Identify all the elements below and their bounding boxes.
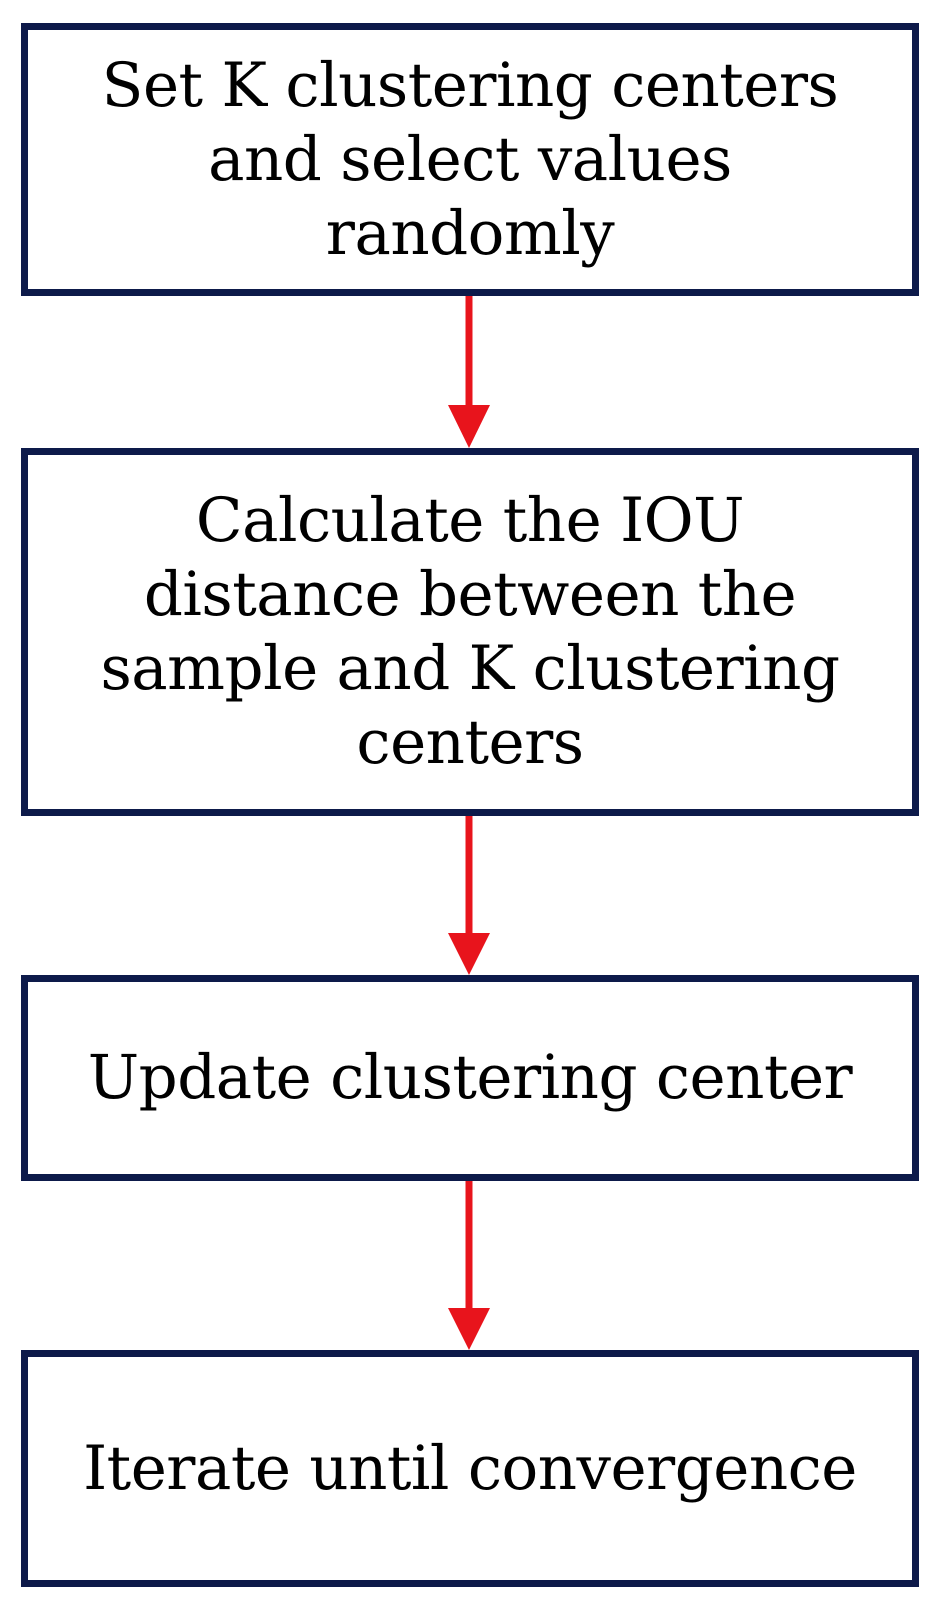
step-text-line: Update clustering center (87, 1042, 853, 1113)
step-text-line: randomly (325, 197, 615, 269)
step-calculate-iou-distance-text: Calculate the IOU distance between the s… (100, 484, 841, 780)
step-text-line: sample and K clustering (100, 633, 841, 704)
step-text-line: Calculate the IOU (195, 485, 745, 556)
step-update-clustering-center: Update clustering center (21, 975, 919, 1181)
step-text-line: Iterate until convergence (83, 1432, 857, 1504)
step-text-line: distance between the (143, 559, 797, 630)
arrow-step3-to-step4 (448, 1181, 490, 1350)
step-text-line: Set K clustering centers (101, 49, 839, 121)
step-calculate-iou-distance: Calculate the IOU distance between the s… (21, 448, 919, 816)
arrow-step1-to-step2 (448, 296, 490, 448)
step-set-clustering-centers-text: Set K clustering centers and select valu… (102, 49, 839, 271)
step-text-line: and select values (208, 123, 732, 195)
step-iterate-until-convergence: Iterate until convergence (21, 1350, 919, 1587)
step-set-clustering-centers: Set K clustering centers and select valu… (21, 23, 919, 296)
step-update-clustering-center-text: Update clustering center (87, 1041, 853, 1115)
arrow-step2-to-step3 (448, 816, 490, 975)
step-text-line: centers (356, 707, 584, 778)
step-iterate-until-convergence-text: Iterate until convergence (83, 1432, 857, 1506)
